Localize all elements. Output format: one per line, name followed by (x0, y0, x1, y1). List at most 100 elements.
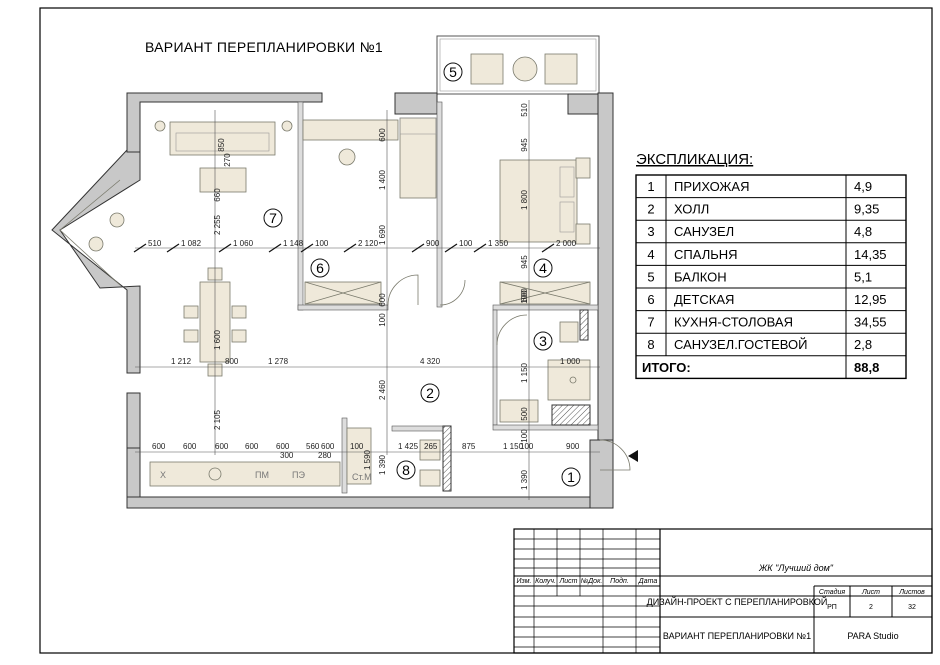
dim-bottom: 600 (183, 442, 197, 451)
wall (394, 92, 438, 115)
explication-num: 1 (647, 179, 654, 194)
stamp-sheets: 32 (908, 604, 916, 611)
dim-top: 510 (148, 239, 162, 248)
dim-top: 900 (426, 239, 440, 248)
explication-area: 14,35 (854, 247, 887, 262)
desk (302, 119, 399, 141)
partition-hatched (442, 425, 452, 492)
explication-name: КУХНЯ-СТОЛОВАЯ (674, 315, 793, 330)
sheet-frame (39, 7, 933, 654)
dim-vertical: 2 460 (378, 379, 387, 400)
washing-machine (346, 427, 372, 485)
dim-top: 100 (315, 239, 329, 248)
room-marker-6: 6 (316, 260, 324, 276)
dim-bottom: 560 (306, 442, 320, 451)
explication-num: 4 (647, 247, 654, 262)
dim-vertical: 500 (520, 407, 529, 421)
room-marker-circle (310, 258, 330, 278)
dim-vertical: 2 255 (213, 214, 222, 235)
explication-name: БАЛКОН (674, 269, 727, 284)
explication-heading: ЭКСПЛИКАЦИЯ: (636, 151, 753, 168)
nightstand (575, 223, 591, 245)
dim-vertical: 1 590 (363, 449, 372, 470)
plan-title: ВАРИАНТ ПЕРЕПЛАНИРОВКИ №1 (145, 39, 383, 55)
stamp-header: Подп. (610, 577, 629, 585)
dim-bottom: 600 (245, 442, 259, 451)
plant (88, 236, 104, 252)
partition (297, 304, 389, 311)
stamp-sheet-label: Лист (861, 589, 880, 596)
room-marker-4: 4 (539, 260, 547, 276)
stamp-header: Лист (558, 578, 577, 585)
guest-sink (419, 439, 441, 461)
dim-vertical: 945 (520, 255, 529, 269)
fridge-label: Х (160, 470, 166, 480)
explication-num: 8 (647, 337, 654, 352)
explication-name: САНУЗЕЛ (674, 224, 734, 239)
dim-bottom: 265 (424, 442, 438, 451)
dim-vertical: 1 390 (378, 454, 387, 475)
door-swing (496, 314, 528, 346)
dim-bottom: 875 (462, 442, 476, 451)
dim-mid: 4 320 (420, 357, 441, 366)
room-marker-circle (263, 208, 283, 228)
wall (126, 496, 614, 509)
explication-num: 6 (647, 292, 654, 307)
stamp-sheets-label: Листов (898, 589, 925, 596)
plant (109, 212, 125, 228)
stamp-sheet-title: ВАРИАНТ ПЕРЕПЛАНИРОВКИ №1 (663, 631, 811, 641)
room-marker-7: 7 (269, 210, 277, 226)
dim-vertical: 100 (520, 290, 529, 304)
side-table (154, 120, 166, 132)
wall (126, 447, 141, 498)
wall (567, 93, 599, 115)
room-marker-circle (396, 460, 416, 480)
kitchen-counter (149, 461, 341, 487)
partition (492, 309, 498, 426)
sofa (169, 121, 276, 156)
explication-area: 4,9 (854, 179, 872, 194)
explication-num: 2 (647, 202, 654, 217)
dim-top: 1 350 (488, 239, 509, 248)
dim-vertical: 1 600 (213, 329, 222, 350)
dim-bottom: 300 (280, 451, 294, 460)
dim-top: 1 060 (233, 239, 254, 248)
dim-bottom: 100 (520, 442, 534, 451)
explication-num: 3 (647, 224, 654, 239)
stamp-object: ЖК "Лучший дом" (758, 563, 834, 573)
dim-vertical: 1 150 (520, 362, 529, 383)
dim-top: 100 (459, 239, 473, 248)
room-marker-circle (533, 331, 553, 351)
entrance-door (599, 439, 631, 471)
wall-bay (51, 148, 141, 374)
balcony-chair (544, 53, 578, 85)
explication-num: 7 (647, 315, 654, 330)
double-bed (499, 159, 578, 243)
dim-top: 1 082 (181, 239, 202, 248)
dim-bottom: 280 (318, 451, 332, 460)
explication-area: 4,8 (854, 224, 872, 239)
partition (492, 304, 599, 311)
room-marker-3: 3 (539, 333, 547, 349)
nightstand (575, 157, 591, 179)
dim-vertical: 270 (223, 153, 232, 167)
coffee-table (199, 167, 247, 193)
stamp-sheet: 2 (869, 604, 873, 611)
dim-vertical: 1 690 (378, 224, 387, 245)
dim-bottom: 600 (215, 442, 229, 451)
room-marker-circle (533, 258, 553, 278)
dim-vertical: 1 400 (378, 169, 387, 190)
dim-mid: 1 212 (171, 357, 192, 366)
room-marker-circle (443, 62, 463, 82)
stamp-studio: PARA Studio (847, 631, 898, 641)
dim-vertical: 100 (378, 313, 387, 327)
wall (589, 439, 614, 509)
sink (208, 467, 222, 481)
stamp-stage: РП (827, 604, 837, 611)
dim-vertical: 850 (217, 138, 226, 152)
dim-top: 2 120 (358, 239, 379, 248)
